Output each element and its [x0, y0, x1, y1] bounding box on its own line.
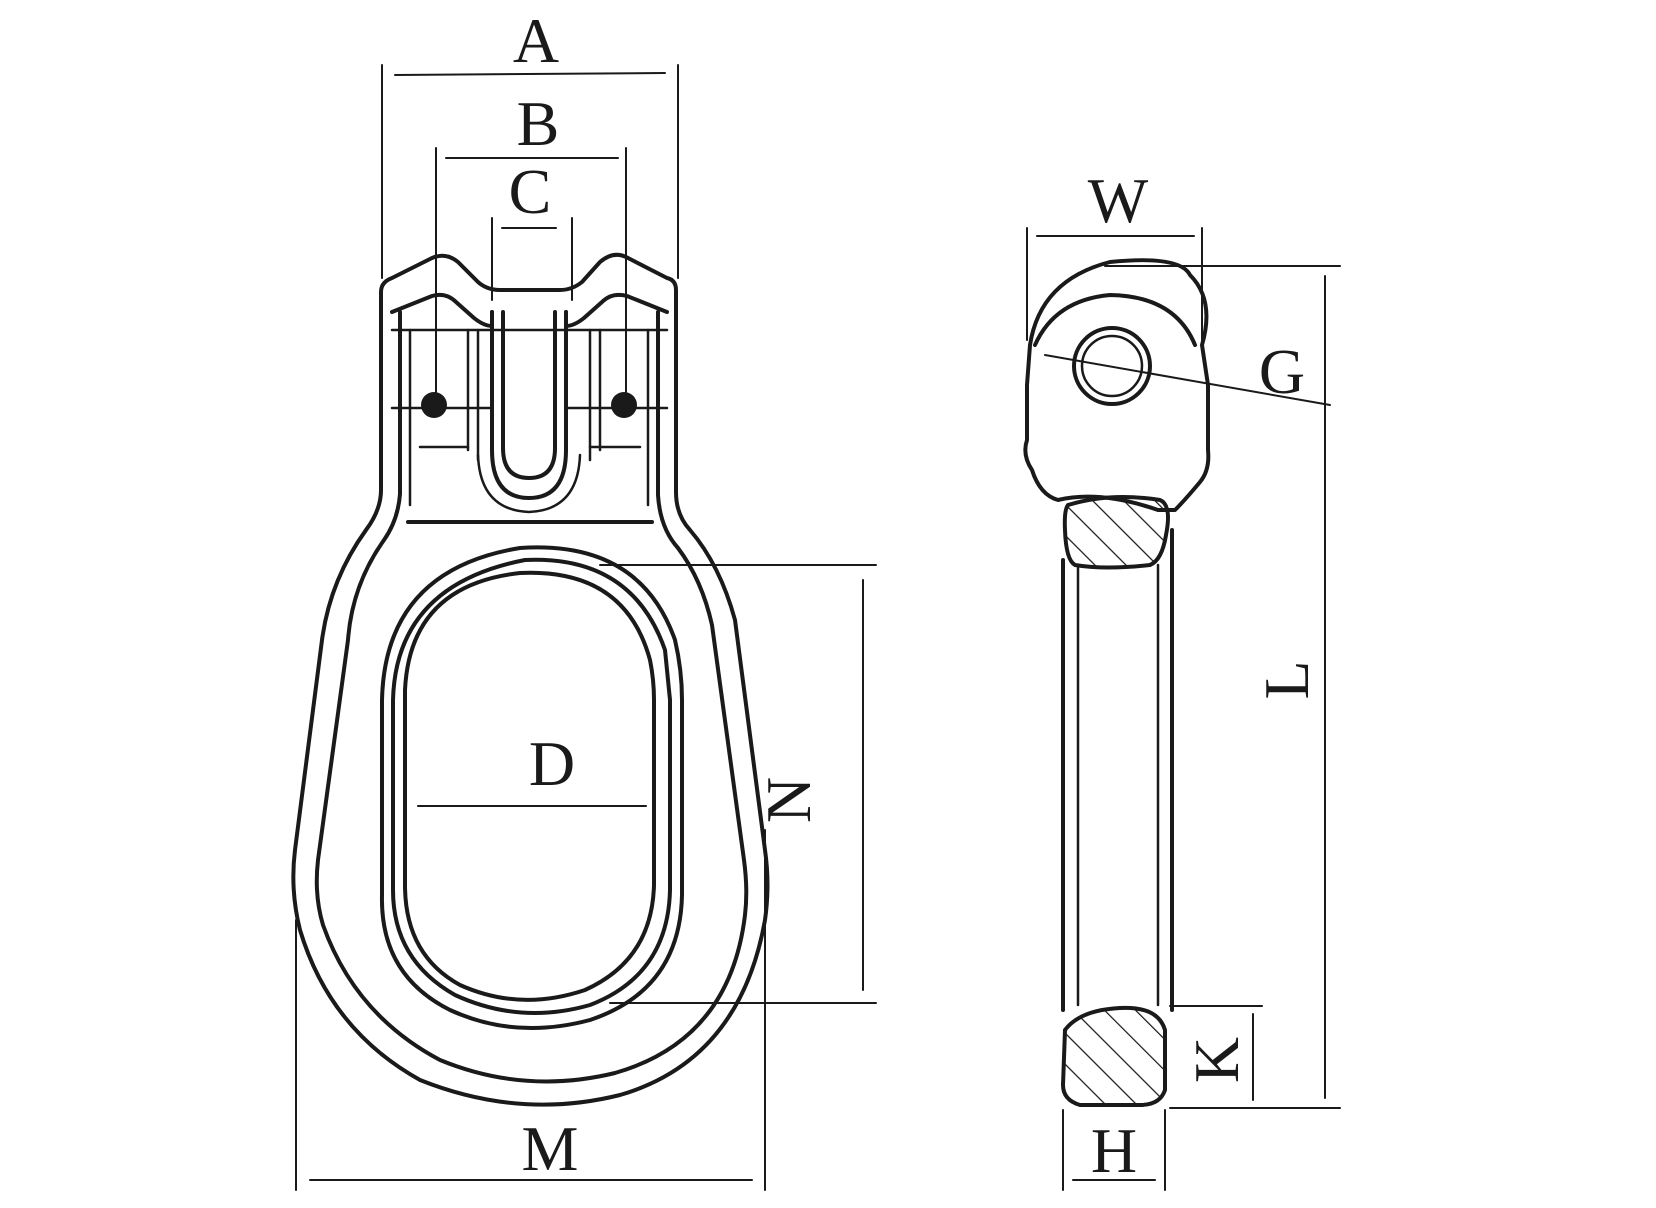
dim-a-line	[394, 72, 666, 76]
side-dimensions: W G L K H	[1026, 165, 1341, 1191]
side-view	[1023, 258, 1211, 1107]
left-flange-top	[390, 292, 494, 328]
left-pin-icon	[421, 392, 447, 418]
label-k: K	[1181, 1037, 1252, 1083]
label-c: C	[509, 156, 552, 227]
pin-hole-outer	[1072, 326, 1152, 406]
label-m: M	[522, 1113, 579, 1184]
label-a: A	[513, 5, 559, 76]
upper-hatched-section	[1062, 494, 1170, 570]
dim-g-leader	[1044, 354, 1331, 406]
label-d: D	[529, 728, 575, 799]
clevis-inner-outline	[314, 310, 749, 1084]
slot-inner	[501, 310, 557, 480]
pin-hole-inner	[1080, 334, 1144, 398]
right-flange-top	[564, 292, 669, 328]
eye-mid-ring	[391, 557, 672, 1015]
front-dimensions: A B C D N M	[295, 5, 877, 1191]
label-b: B	[517, 88, 560, 159]
right-pin-icon	[611, 392, 637, 418]
label-l: L	[1251, 660, 1322, 699]
front-view	[291, 252, 770, 1107]
lower-hatched-section	[1060, 1005, 1167, 1107]
slot-base-ring	[476, 453, 582, 514]
label-g: G	[1259, 336, 1305, 407]
side-head-inner-arc	[1033, 293, 1197, 347]
label-n: N	[753, 777, 824, 823]
eye-inner-opening	[403, 570, 656, 1002]
label-w: W	[1088, 165, 1149, 236]
slot-outer	[490, 310, 568, 500]
label-h: H	[1091, 1115, 1137, 1186]
eye-outer-ring	[379, 545, 684, 1030]
side-head-outline	[1023, 258, 1211, 512]
clevis-outer-outline	[291, 252, 770, 1107]
